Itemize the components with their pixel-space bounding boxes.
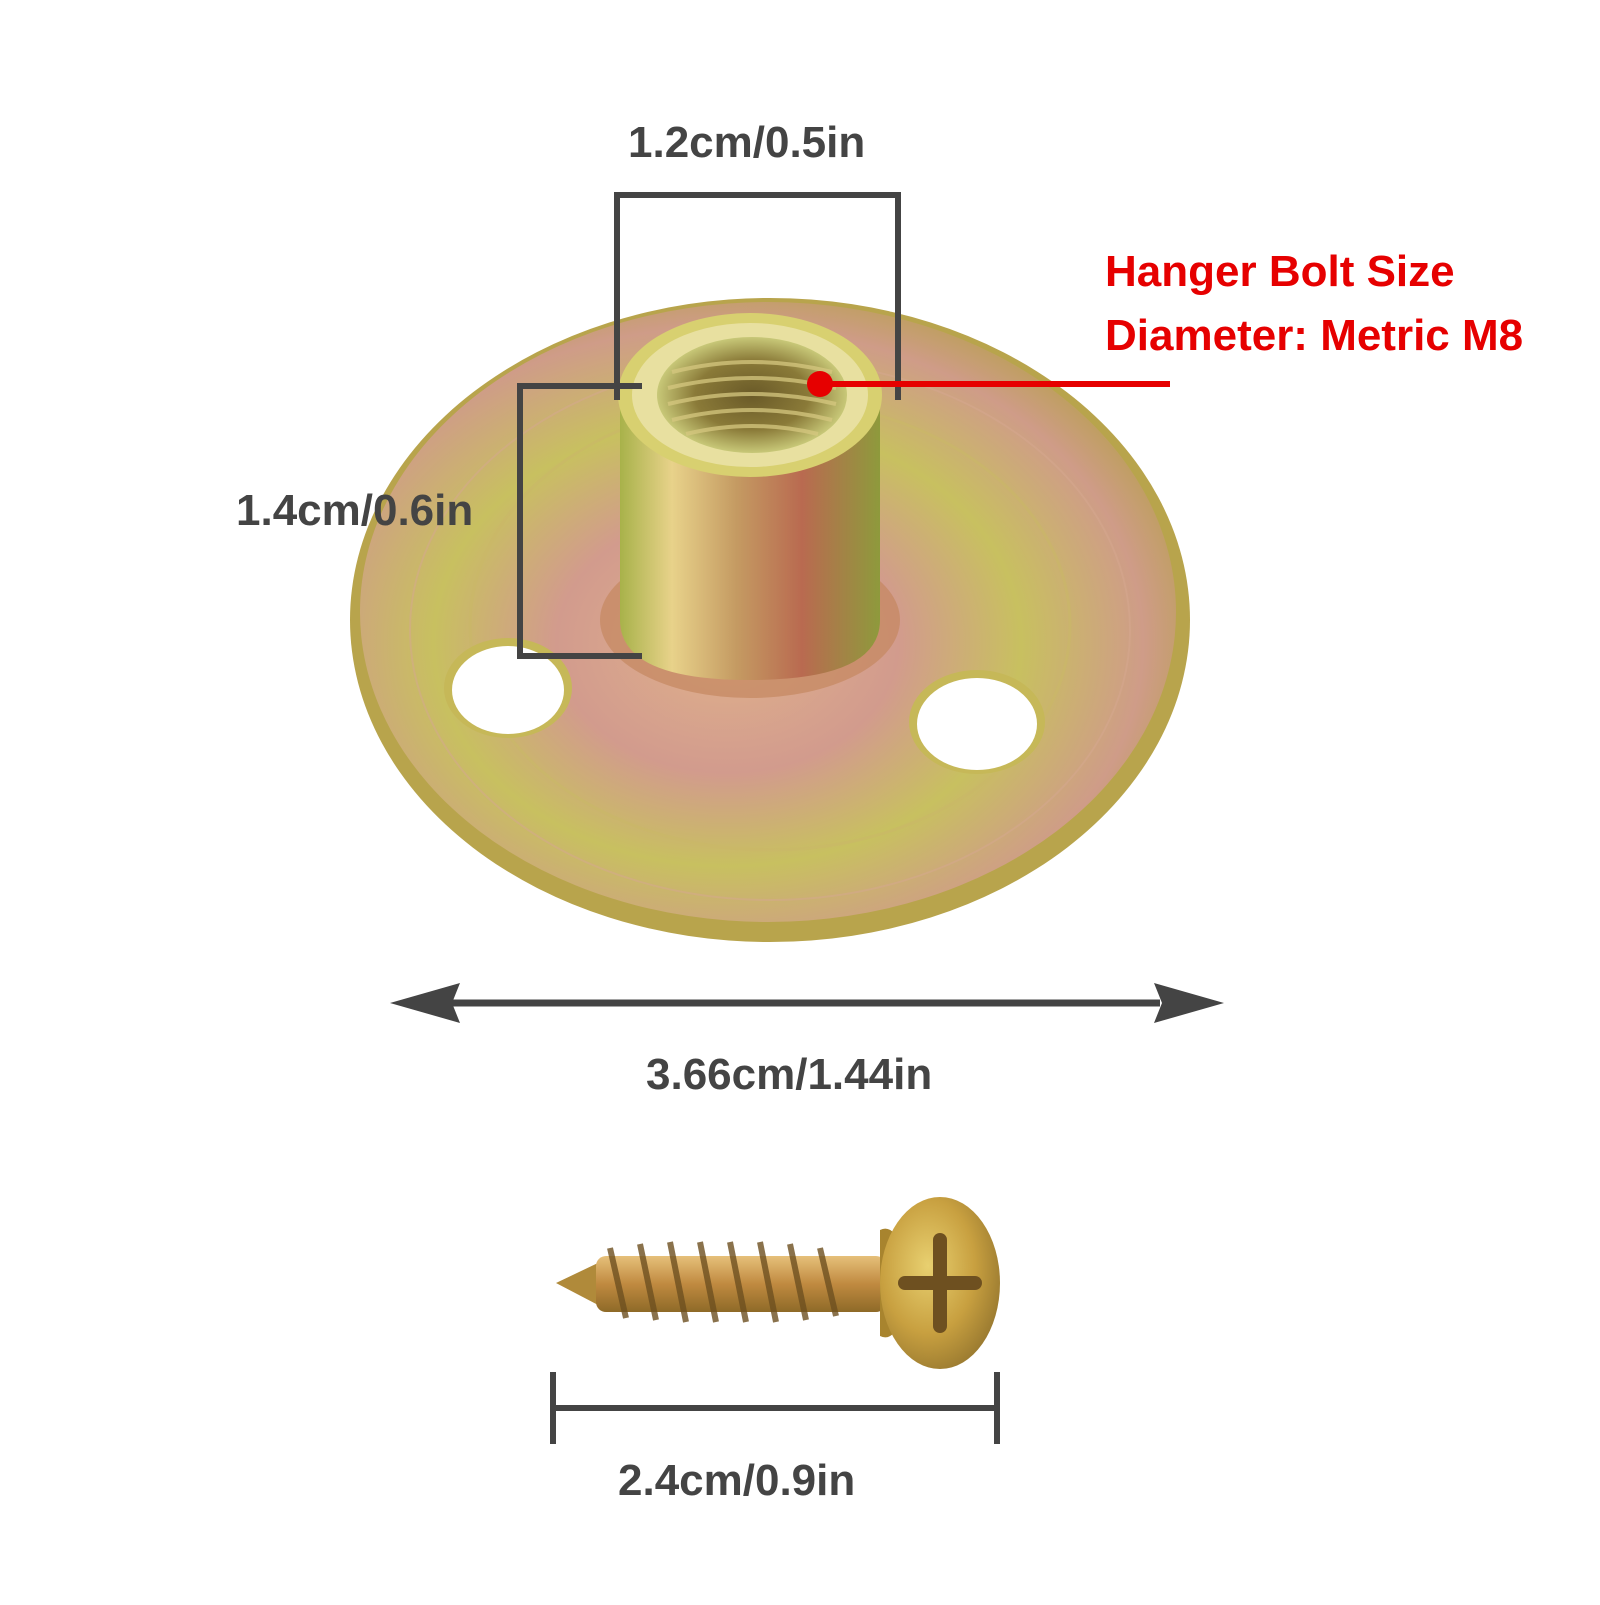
hanger-bolt-callout: Hanger Bolt Size Diameter: Metric M8 [1105, 240, 1523, 368]
callout-dot [807, 371, 833, 397]
callout-pointer [807, 371, 1170, 397]
callout-line-2: Diameter: Metric M8 [1105, 311, 1524, 360]
wood-screw [556, 1197, 1000, 1369]
bore-width-bracket [614, 192, 901, 400]
tee-nut [350, 298, 1190, 942]
flange-diameter-arrow [390, 983, 1224, 1023]
barrel [620, 400, 880, 680]
screw-length-label: 2.4cm/0.9in [618, 1456, 856, 1505]
bore-width-label: 1.2cm/0.5in [628, 118, 866, 167]
barrel-height-bracket [517, 383, 642, 659]
barrel-height-label: 1.4cm/0.6in [236, 486, 474, 535]
screw-length-bracket [550, 1372, 1000, 1444]
phillips-drive-icon [898, 1233, 982, 1333]
callout-line-1: Hanger Bolt Size [1105, 247, 1455, 296]
flange-diameter-label: 3.66cm/1.44in [646, 1050, 933, 1099]
